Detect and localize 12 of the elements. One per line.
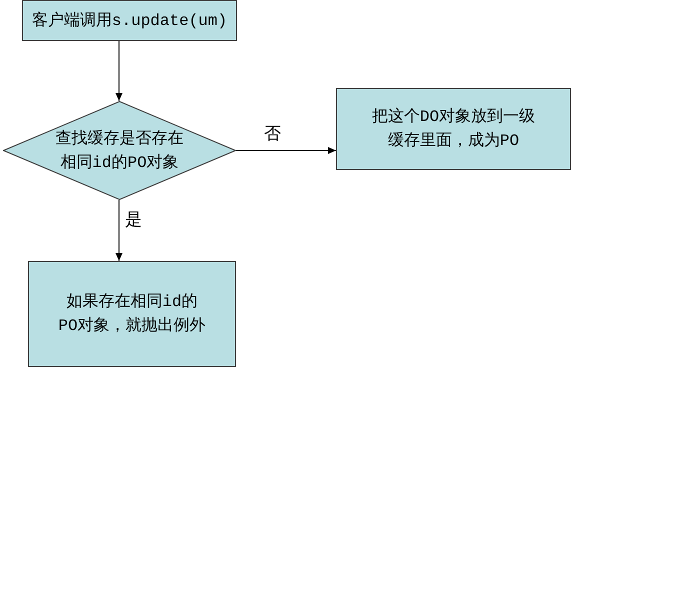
node-text: 如果存在相同id的PO对象，就抛出例外 — [58, 292, 206, 337]
arrow — [116, 40, 122, 102]
process-box — [336, 88, 571, 170]
node-text: 把这个DO对象放到一级缓存里面，成为PO — [370, 106, 536, 152]
process-box — [22, 0, 237, 41]
decision-diamond — [3, 101, 236, 200]
process-box — [28, 261, 236, 367]
node-text: 查找缓存是否存在相同id的PO对象 — [54, 128, 184, 174]
edge-label: 是 — [124, 209, 143, 231]
node-text: 客户端调用s.update(um) — [32, 10, 228, 32]
arrow — [116, 200, 122, 262]
arrow — [236, 147, 336, 154]
